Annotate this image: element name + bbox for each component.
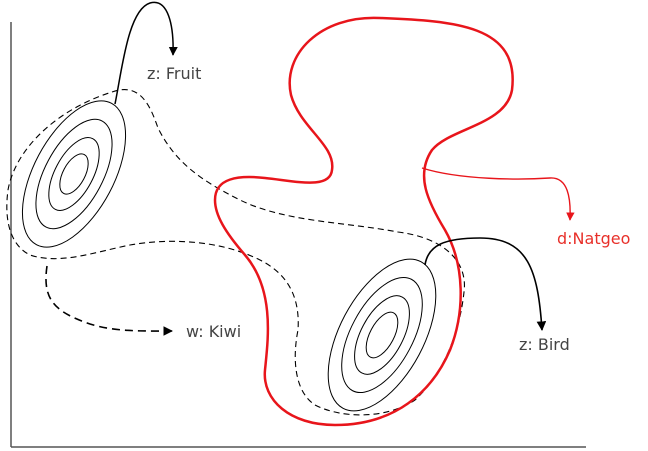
- bird-contour-3: [354, 295, 410, 375]
- fruit-label: z: Fruit: [147, 64, 201, 83]
- axes: [10, 22, 586, 448]
- natgeo-arrow: [421, 167, 575, 221]
- fruit-contour-outer: [21, 100, 127, 248]
- bird-arrow: [424, 237, 547, 331]
- fruit-contour-inner: [59, 153, 89, 195]
- fruit-contour-3: [48, 137, 100, 211]
- bird-label: z: Bird: [519, 335, 570, 354]
- fruit-arrow: [114, 1, 178, 105]
- bird-contour-2: [341, 277, 423, 393]
- fruit-contour-cluster: [21, 100, 127, 248]
- bird-contour-inner: [365, 311, 399, 359]
- fruit-contour-2: [35, 118, 113, 230]
- bird-contour-outer: [327, 258, 437, 412]
- kiwi-arrow: [45, 265, 173, 336]
- kiwi-dashed-region: [6, 89, 465, 416]
- natgeo-red-region: [213, 16, 514, 427]
- natgeo-label: d:Natgeo: [557, 229, 630, 248]
- kiwi-label: w: Kiwi: [186, 322, 241, 341]
- bird-contour-cluster: [327, 258, 437, 412]
